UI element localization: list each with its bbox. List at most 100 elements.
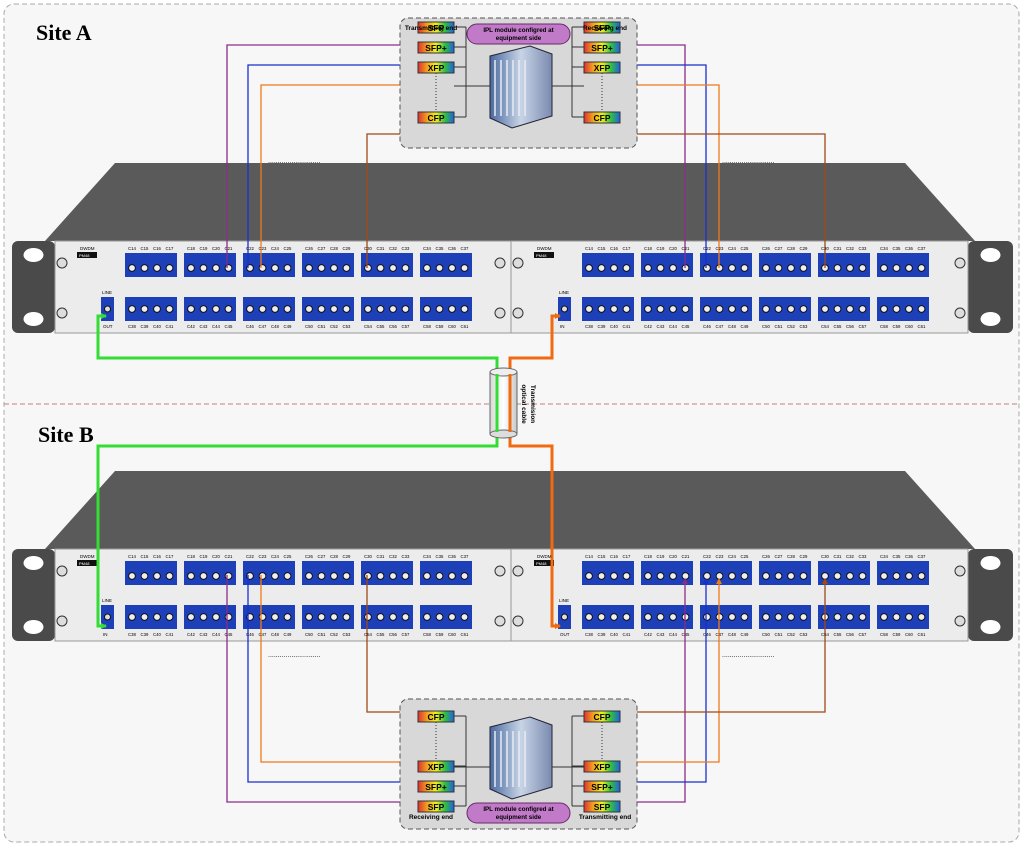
site-a-channel-label: C25 <box>284 246 292 251</box>
site-b-channel-label: C54 <box>821 632 829 637</box>
site-b-channel-label: C14 <box>128 554 136 559</box>
site-b-channel-label: C42 <box>187 632 195 637</box>
site-b-module-label: CFP <box>594 712 611 722</box>
site-b-channel-label: C54 <box>364 632 372 637</box>
site-a-channel-port <box>715 305 724 313</box>
site-a-channel-label: C39 <box>141 324 149 329</box>
site-a-channel-label: C27 <box>318 246 326 251</box>
site-a-line-label: LINE <box>559 290 569 295</box>
site-b-channel-port <box>153 613 161 621</box>
arrow-site-b-tx-sfp <box>682 578 688 584</box>
site-a-channel-port <box>305 305 313 313</box>
site-a-channel-label: C27 <box>775 246 783 251</box>
site-b-channel-label: C45 <box>225 632 233 637</box>
site-b-channel-label: C58 <box>880 632 888 637</box>
site-b-channel-port <box>585 613 593 621</box>
site-a-channel-label: C55 <box>377 324 385 329</box>
site-a-channel-label: C15 <box>598 246 606 251</box>
site-a-channel-label: C15 <box>141 246 149 251</box>
site-b-channel-label: C59 <box>436 632 444 637</box>
site-a-channel-label: C38 <box>585 324 593 329</box>
site-b-channel-label: C19 <box>657 554 665 559</box>
site-b-channel-label: C41 <box>166 632 174 637</box>
site-a-channel-port <box>774 305 783 313</box>
site-a-channel-port <box>423 264 431 272</box>
site-b-ear-hole <box>980 620 1001 634</box>
site-b-channel-port <box>212 572 220 580</box>
site-b-channel-port <box>799 613 808 621</box>
site-b-channel-port <box>917 572 926 580</box>
site-a-channel-port <box>703 305 711 313</box>
site-a-channel-port <box>364 264 372 272</box>
site-a-channel-label: C42 <box>644 324 652 329</box>
site-a-channel-label: C31 <box>834 246 842 251</box>
site-b-channel-port <box>892 613 901 621</box>
site-a-channel-label: C50 <box>762 324 770 329</box>
site-b-channel-port <box>423 613 431 621</box>
site-a-module-label: XFP <box>594 63 611 73</box>
site-a-channel-label: C46 <box>703 324 711 329</box>
site-a-channel-port <box>880 305 888 313</box>
site-a-channel-port <box>330 305 338 313</box>
site-a-channel-label: C60 <box>905 324 913 329</box>
site-a-channel-port <box>597 305 606 313</box>
site-a-channel-port <box>212 305 220 313</box>
site-a-channel-label: C19 <box>200 246 208 251</box>
site-b-channel-label: C35 <box>436 554 444 559</box>
site-a-channel-label: C36 <box>905 246 913 251</box>
site-a-channel-label: C48 <box>728 324 736 329</box>
site-b-channel-label: C28 <box>330 554 338 559</box>
site-a-channel-port <box>283 264 292 272</box>
site-b-channel-label: C44 <box>669 632 677 637</box>
site-a-channel-port <box>342 264 351 272</box>
site-a-channel-port <box>585 305 593 313</box>
site-b-channel-label: C18 <box>644 554 652 559</box>
site-a-channel-label: C43 <box>200 324 208 329</box>
site-b-channel-port <box>833 613 842 621</box>
site-b-screw <box>954 615 966 627</box>
site-b-channel-label: C61 <box>461 632 469 637</box>
site-a-channel-label: C36 <box>448 246 456 251</box>
site-b-channel-label: C58 <box>423 632 431 637</box>
site-a-channel-port <box>435 305 444 313</box>
site-b-channel-label: C29 <box>343 554 351 559</box>
site-b-channel-port <box>317 613 326 621</box>
site-a-channel-port <box>905 264 913 272</box>
site-b-channel-port <box>762 572 770 580</box>
site-a-channel-port <box>305 264 313 272</box>
site-a-channel-port <box>389 305 397 313</box>
ipl-boxes <box>399 17 638 830</box>
site-b-channel-port <box>715 572 724 580</box>
site-a-channel-port <box>858 264 867 272</box>
site-a-channel-label: C54 <box>364 324 372 329</box>
site-a-module-label: SFP+ <box>425 43 447 53</box>
site-b-channel-label: C53 <box>343 632 351 637</box>
site-a-channel-label: C28 <box>330 246 338 251</box>
site-a-channel-label: C17 <box>166 246 174 251</box>
site-b-channel-label: C59 <box>893 632 901 637</box>
site-a-channel-label: C40 <box>610 324 618 329</box>
site-b-line-direction: IN <box>103 632 108 637</box>
site-a-channel-label: C18 <box>644 246 652 251</box>
site-b-channel-label: C40 <box>153 632 161 637</box>
site-a-channel-label: C58 <box>880 324 888 329</box>
arrow-site-b-tx-cfp <box>822 578 828 584</box>
site-a-channel-port <box>153 305 161 313</box>
site-a-channel-label: C57 <box>402 324 410 329</box>
site-a-channel-label: C58 <box>423 324 431 329</box>
site-b-channel-label: C16 <box>153 554 161 559</box>
site-b-channel-port <box>389 572 397 580</box>
site-a-channel-label: C56 <box>389 324 397 329</box>
site-b-channel-label: C27 <box>318 554 326 559</box>
site-b-ear-hole <box>23 620 44 634</box>
site-a-line-direction: OUT <box>103 324 113 329</box>
site-a-channel-label: C40 <box>153 324 161 329</box>
site-a-channel-port <box>799 264 808 272</box>
site-b-channel-port <box>199 613 208 621</box>
site-a-channel-label: C16 <box>610 246 618 251</box>
site-b-channel-label: C27 <box>775 554 783 559</box>
site-b-channel-port <box>330 572 338 580</box>
site-a-channel-port <box>905 305 913 313</box>
site-b-screw <box>512 565 524 577</box>
optical-cable-bottom <box>489 429 518 439</box>
